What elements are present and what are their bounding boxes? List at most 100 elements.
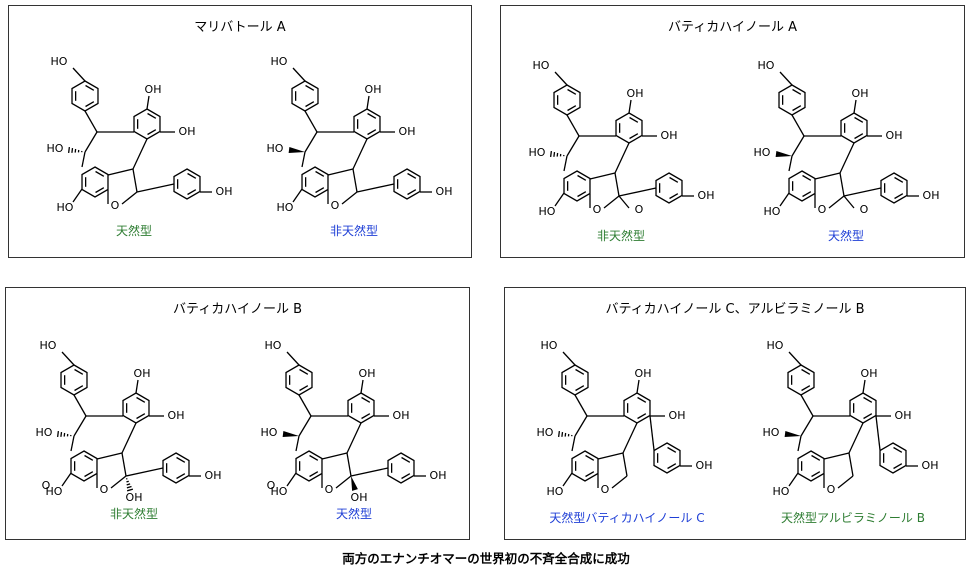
bond <box>107 168 134 176</box>
benzene-ring <box>162 452 190 484</box>
atom-label: HO <box>261 426 278 439</box>
bond <box>567 105 577 112</box>
atom-label: OH <box>661 129 678 142</box>
bond <box>566 114 580 137</box>
bond <box>401 473 411 480</box>
bond <box>356 183 395 193</box>
bond <box>577 191 587 198</box>
bond <box>637 396 647 403</box>
bond <box>135 379 139 394</box>
atom-label: OH <box>168 409 185 422</box>
bond <box>95 187 105 194</box>
bond <box>360 379 364 394</box>
atom-label: HO <box>539 205 556 218</box>
bond <box>298 394 312 417</box>
bond <box>893 446 903 453</box>
bond <box>811 454 821 461</box>
bond <box>70 435 75 452</box>
bond <box>292 67 306 82</box>
panel-title: バティカハイノール A <box>668 20 797 35</box>
bond <box>839 172 845 197</box>
bond <box>792 88 802 95</box>
bond <box>136 413 146 420</box>
atom-label: HO <box>271 55 288 68</box>
atom-label: OH <box>861 367 878 380</box>
bond <box>554 192 565 207</box>
bond <box>132 168 138 193</box>
bond <box>84 110 98 133</box>
bond <box>797 435 802 452</box>
bond <box>85 84 95 91</box>
bond <box>84 471 94 478</box>
atom-label: OH <box>393 409 410 422</box>
bond <box>571 435 576 452</box>
atom-label: O <box>635 203 644 216</box>
benzene-ring <box>655 172 683 204</box>
bond <box>73 415 87 437</box>
bond <box>366 95 370 110</box>
bond <box>121 452 127 477</box>
bond <box>788 472 799 487</box>
atom-label: OH <box>145 83 162 96</box>
atom-label: O <box>860 203 869 216</box>
bond <box>563 155 568 172</box>
bond <box>346 452 352 477</box>
bond <box>574 415 588 437</box>
atom-label: HO <box>537 426 554 439</box>
bond <box>327 168 354 176</box>
atom-label: OH <box>351 491 368 504</box>
atom-label: HO <box>763 426 780 439</box>
bond <box>81 151 86 168</box>
atom-label: HO <box>46 485 63 498</box>
bond <box>85 101 95 108</box>
atom-label: HO <box>764 205 781 218</box>
panel-title: バティカハイノール C、アルビラミノール B <box>605 302 865 317</box>
bond <box>618 187 657 197</box>
benzene-ring <box>173 168 201 200</box>
bond <box>361 413 371 420</box>
bond <box>126 480 129 483</box>
bond <box>146 95 150 110</box>
atom-label: HO <box>57 201 74 214</box>
structure-label: 天然型バティカハイノール C <box>549 511 705 525</box>
bond <box>321 452 348 460</box>
atom-label: OH <box>895 409 912 422</box>
atom-label: OH <box>627 87 644 100</box>
bond <box>71 147 74 153</box>
bond <box>352 168 358 193</box>
atom-label: HO <box>267 142 284 155</box>
bond <box>72 188 83 203</box>
bond <box>863 396 873 403</box>
bond <box>823 452 850 460</box>
bond <box>56 430 60 438</box>
atom-label: OH <box>216 185 233 198</box>
bond <box>618 195 630 209</box>
atom-label: HO <box>36 426 53 439</box>
bond <box>309 454 319 461</box>
structure-label: 非天然型 <box>109 507 158 521</box>
bond <box>575 385 585 392</box>
bond <box>848 422 864 454</box>
bond <box>791 114 805 137</box>
bond <box>837 475 854 489</box>
bond <box>614 142 630 174</box>
bond <box>304 110 318 133</box>
atom-label: HO <box>47 142 64 155</box>
atom-label: OH <box>126 491 143 504</box>
benzene-ring <box>393 168 421 200</box>
bond <box>74 368 84 375</box>
bond <box>585 471 595 478</box>
bond <box>136 396 146 403</box>
bond <box>779 192 790 207</box>
bond <box>622 422 638 454</box>
bond <box>667 463 677 470</box>
atom-label: OH <box>635 367 652 380</box>
wedge-bond <box>288 147 305 153</box>
atom-label: HO <box>271 485 288 498</box>
